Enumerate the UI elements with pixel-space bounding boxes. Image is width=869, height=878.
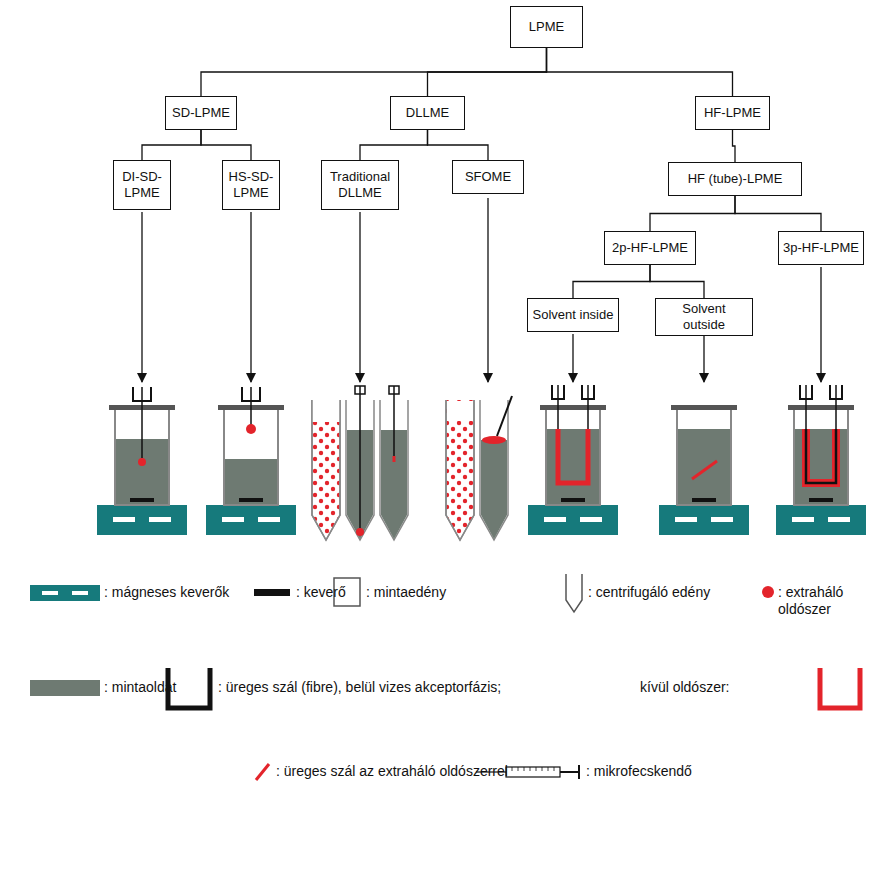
legend-text: : extraháló oldószer <box>778 584 864 618</box>
legend-text: : mágneses keverők <box>104 584 229 601</box>
legend-text: : mikrofecskendő <box>586 763 692 780</box>
process-box: HF-LPME <box>695 96 770 130</box>
legend-swatch <box>762 586 774 598</box>
sfome-tubes <box>446 396 512 540</box>
tree-connector <box>201 130 251 160</box>
process-box: Traditional DLLME <box>321 160 399 210</box>
legend-text: : keverő <box>296 584 346 601</box>
legend-text: : mintaedény <box>366 584 446 601</box>
di-sd-setup <box>97 387 187 535</box>
box-label: HS-SD- LPME <box>227 169 275 201</box>
tree-connector <box>428 130 489 160</box>
box-label: DI-SD- LPME <box>118 169 166 201</box>
box-label: Traditional DLLME <box>326 169 394 201</box>
process-box: Solvent inside <box>527 298 619 332</box>
process-box: 2p-HF-LPME <box>604 231 696 265</box>
process-box: HS-SD- LPME <box>222 160 280 210</box>
legend-symbol <box>256 764 269 780</box>
arrow <box>142 198 821 382</box>
box-label: 3p-HF-LPME <box>783 240 859 256</box>
box-label: Solvent inside <box>533 307 614 323</box>
legend-symbol <box>566 574 582 612</box>
dllme-tubes <box>312 386 408 540</box>
legend-symbol <box>762 586 774 598</box>
tree-connector <box>650 265 704 298</box>
legend-swatch <box>30 680 100 696</box>
tree-connector <box>735 196 821 231</box>
tree-connector <box>360 130 428 160</box>
legend-text: : centrifugáló edény <box>588 584 710 601</box>
legend-text: : üreges szál az extraháló oldószerrel <box>276 763 508 780</box>
legend-text: kívül oldószer: <box>640 679 729 696</box>
box-label: 2p-HF-LPME <box>612 240 688 256</box>
legend-symbol <box>30 585 100 601</box>
legend-text: : üreges szál (fibre), belül vizes akcep… <box>218 679 501 696</box>
legend-text: : mintaoldat <box>104 679 176 696</box>
solvent-inside-setup <box>528 385 618 535</box>
legend-swatch <box>30 585 100 601</box>
tree-connector <box>547 48 733 96</box>
tree-connector <box>650 196 735 231</box>
tree-connector <box>733 130 736 162</box>
process-box: Solvent outside <box>655 298 753 336</box>
tree-connector <box>142 130 201 160</box>
box-label: HF-LPME <box>704 105 761 121</box>
process-box: SFOME <box>452 160 524 194</box>
legend-symbol <box>30 680 100 696</box>
3p-setup <box>776 385 866 535</box>
tree-connector <box>201 48 547 96</box>
process-box: SD-LPME <box>165 96 237 130</box>
hs-sd-setup <box>206 387 296 535</box>
tree-connector <box>428 48 547 96</box>
legend-symbol <box>254 589 290 596</box>
process-box: LPME <box>510 6 583 48</box>
box-label: SD-LPME <box>172 105 230 121</box>
box-label: Solvent outside <box>660 301 748 333</box>
process-box: 3p-HF-LPME <box>778 231 864 265</box>
process-box: DI-SD- LPME <box>113 160 171 210</box>
box-label: SFOME <box>465 169 511 185</box>
box-label: HF (tube)-LPME <box>688 171 783 187</box>
legend-symbol <box>820 668 860 708</box>
box-label: LPME <box>529 19 564 35</box>
process-box: HF (tube)-LPME <box>668 162 802 196</box>
box-label: DLLME <box>406 105 449 121</box>
tree-connector <box>573 265 650 298</box>
process-box: DLLME <box>390 96 465 130</box>
solvent-outside-setup <box>659 405 749 535</box>
